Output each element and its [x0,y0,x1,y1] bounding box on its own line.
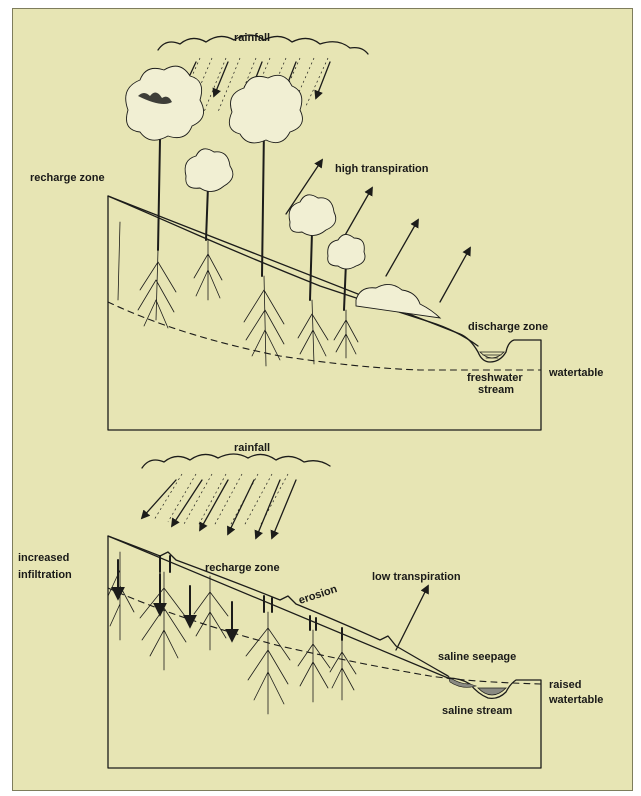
top-watertable-line [108,302,541,370]
bottom-recharge-zone-label: recharge zone [205,562,280,574]
saline-stream-label: saline stream [442,705,513,717]
increased-infiltration-label-2: infiltration [18,569,72,581]
freshwater-stream-label-2: stream [478,384,514,396]
top-roots [118,222,358,366]
low-transpiration-arrow [396,586,428,650]
top-recharge-zone-label: recharge zone [30,172,105,184]
top-trees [126,66,440,318]
freshwater-stream-label-1: freshwater [467,372,523,384]
bottom-cloud [142,454,330,468]
low-transpiration-label: low transpiration [372,571,461,583]
discharge-zone-label: discharge zone [468,321,548,333]
raised-watertable-label-1: raised [549,679,581,691]
bottom-rainfall-label: rainfall [234,442,270,454]
top-diagram: rainfall recharge zone high transpiratio… [30,32,603,430]
saline-seepage-label: saline seepage [438,651,516,663]
top-rainfall-label: rainfall [234,32,270,44]
bottom-rain-arrows [142,480,296,538]
raised-watertable-line [108,588,541,684]
bottom-diagram: rainfall increased infiltration recharge… [18,442,603,768]
raised-watertable-label-2: watertable [548,694,603,706]
saline-stream-water [478,688,506,695]
top-watertable-label: watertable [548,367,603,379]
high-transpiration-label: high transpiration [335,163,429,175]
erosion-label: erosion [297,583,339,607]
increased-infiltration-label-1: increased [18,552,69,564]
